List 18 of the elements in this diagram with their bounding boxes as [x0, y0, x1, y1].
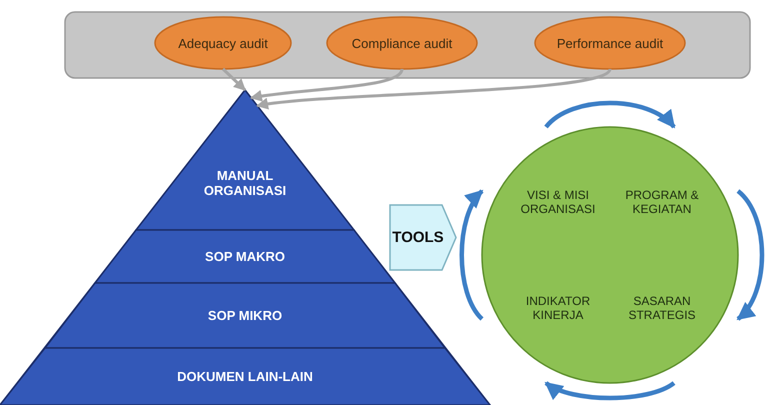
pyramid-layer: SOP MIKRO [45, 283, 445, 348]
banner-panel [65, 12, 750, 78]
arrow [256, 68, 612, 110]
audit-oval: Performance audit [535, 17, 685, 69]
cycle-circle [482, 127, 738, 383]
quadrant-label: SASARAN STRATEGIS [610, 255, 738, 383]
quadrant-label: PROGRAM & KEGIATAN [610, 127, 738, 255]
pyramid-layer: DOKUMEN LAIN-LAIN [0, 348, 490, 405]
pyramid-layer: MANUAL ORGANISASI [136, 90, 354, 230]
tools-arrow-shape: TOOLS [390, 205, 456, 270]
arrow [544, 100, 676, 129]
arrow [544, 381, 676, 400]
audit-oval: Compliance audit [327, 17, 477, 69]
pyramid-triangle [0, 90, 490, 405]
arrow [460, 190, 484, 320]
audit-oval: Adequacy audit [155, 17, 291, 69]
arrow [736, 189, 764, 321]
quadrant-label: VISI & MISI ORGANISASI [482, 127, 610, 255]
